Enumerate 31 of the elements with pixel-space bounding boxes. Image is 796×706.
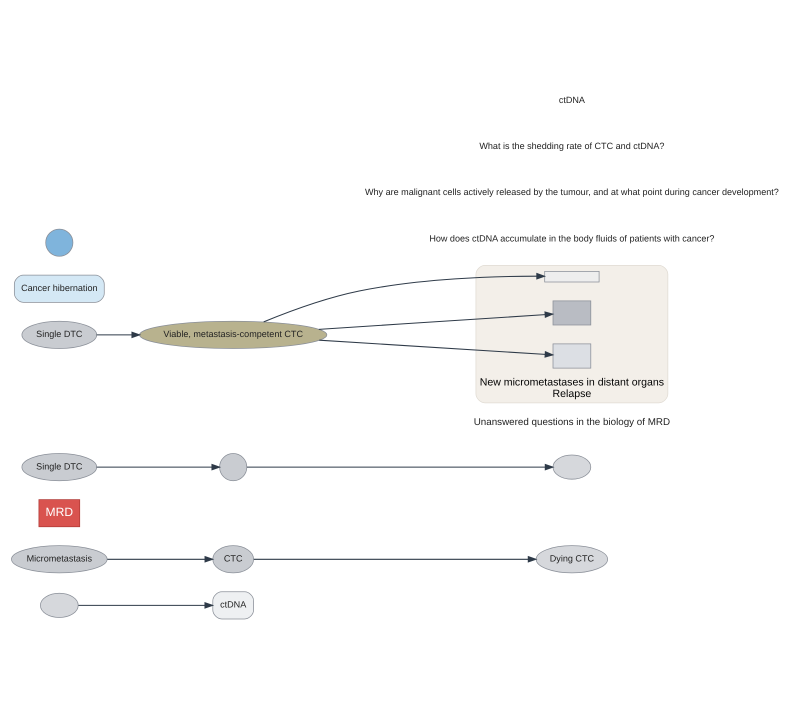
arrow bbox=[263, 272, 546, 322]
node-box: ctDNA bbox=[212, 591, 254, 620]
node-ellipse: Viable, metastasis-competent CTC bbox=[139, 320, 328, 349]
node-box bbox=[552, 300, 592, 326]
node-ellipse: Micrometastasis bbox=[11, 545, 108, 574]
label: How does ctDNA accumulate in the body fluids of patients with cancer? bbox=[429, 233, 714, 244]
node-ellipse: Single DTC bbox=[22, 320, 98, 349]
node-bar bbox=[544, 271, 600, 282]
arrow bbox=[254, 556, 538, 563]
arrow bbox=[96, 464, 222, 470]
arrow bbox=[78, 602, 214, 609]
node-ellipse: CTC bbox=[212, 545, 254, 574]
cluster: New micrometastases in distant organs Relapse bbox=[476, 264, 668, 404]
node-circle bbox=[219, 453, 248, 482]
label: Unanswered questions in the biology of MRD bbox=[474, 417, 670, 428]
arrow bbox=[96, 331, 142, 338]
label: What is the shedding rate of CTC and ctDNA? bbox=[479, 141, 664, 152]
node-cloud bbox=[552, 454, 592, 480]
arrow bbox=[319, 340, 554, 358]
node-box: Cancer hibernation bbox=[14, 274, 105, 303]
arrow bbox=[107, 556, 214, 563]
label: ctDNA bbox=[558, 94, 585, 105]
node-circle bbox=[45, 228, 74, 257]
arrow bbox=[318, 311, 554, 330]
node-ellipse: Single DTC bbox=[22, 453, 98, 482]
label: Why are malignant cells actively released by the tumour, and at what point during cancer development? bbox=[364, 187, 779, 198]
node-box bbox=[552, 344, 592, 368]
node-box: MRD bbox=[38, 499, 80, 528]
node-ellipse: Dying CTC bbox=[536, 545, 608, 574]
node-cloud bbox=[40, 592, 79, 618]
arrow bbox=[246, 464, 554, 470]
